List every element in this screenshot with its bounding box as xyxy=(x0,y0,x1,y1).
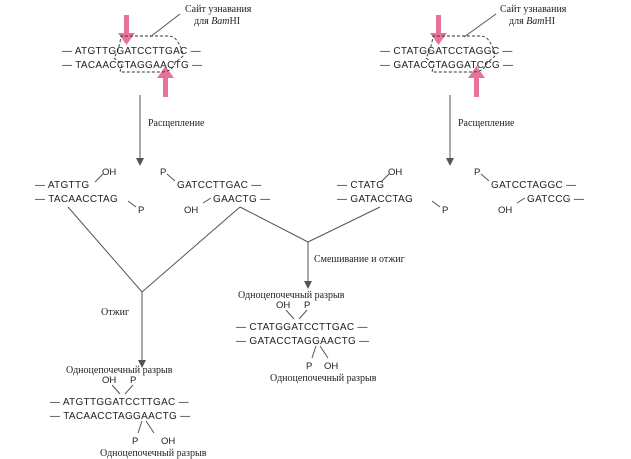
cleavage-step-left: Расщепление xyxy=(136,95,205,166)
right-dna-bottom-strand: — GATACCTAGGATCCG — xyxy=(380,60,513,71)
mixed-product-top-strand: — CTATGGATCCTTGAC — xyxy=(236,322,368,333)
end-p: P xyxy=(160,167,166,178)
recognition-site-box-left xyxy=(113,35,184,73)
merge-line xyxy=(307,206,381,243)
end-oh: OH xyxy=(324,361,338,372)
end-bond xyxy=(431,200,441,208)
end-bond xyxy=(124,384,134,395)
fragment-top-strand: — ATGTTG xyxy=(35,180,89,191)
cleavage-step-right: Расщепление xyxy=(446,95,515,166)
mixed-product-bottom-strand: — GATACCTAGGAACTG — xyxy=(236,336,369,347)
end-oh: OH xyxy=(184,205,198,216)
nick-label-bottom: Одноцепочечный разрыв xyxy=(100,448,207,459)
left-fragment-b: P GATCCTTGAC — GAACTG — OH xyxy=(160,167,270,216)
left-product-bottom-strand: — TACAACCTAGGAACTG — xyxy=(50,411,190,422)
anneal-label: Отжиг xyxy=(101,307,129,318)
left-product: Одноцепочечный разрыв OH P — ATGTTGGATCC… xyxy=(50,365,207,459)
fragment-top-strand: GATCCTAGGC — xyxy=(491,180,576,191)
end-p: P xyxy=(130,375,136,386)
site-label-right-line2: для BamHI xyxy=(509,16,555,27)
left-product-top-strand: — ATGTTGGATCCTTGAC — xyxy=(50,397,189,408)
end-bond xyxy=(285,309,295,320)
end-bond xyxy=(516,197,526,204)
end-bond xyxy=(166,173,176,182)
end-bond xyxy=(111,384,121,395)
recognition-site-box-right xyxy=(425,35,496,73)
right-fragment-a: OH — CTATG — GATACCTAG P xyxy=(337,167,448,216)
end-p: P xyxy=(474,167,480,178)
end-bond xyxy=(319,345,329,359)
end-p: P xyxy=(132,436,138,447)
end-bond xyxy=(94,173,104,183)
anneal-connector-mix: Смешивание и отжиг xyxy=(239,206,405,289)
end-bond xyxy=(145,420,155,434)
anneal-connector-left: Отжиг xyxy=(67,206,241,368)
end-bond xyxy=(480,173,490,182)
fragment-bottom-strand: GATCCG — xyxy=(527,194,584,205)
cut-arrow-bottom-left xyxy=(157,66,174,97)
merge-line xyxy=(239,206,309,243)
left-dna-top-strand: — ATGTTGGATCCTTGAC — xyxy=(62,46,201,57)
end-bond xyxy=(137,420,143,434)
left-fragment-a: OH — ATGTTG — TACAACCTAG P xyxy=(35,167,144,216)
site-label-right-line1: Сайт узнавания xyxy=(500,4,567,15)
fragment-bottom-strand: — GATACCTAG xyxy=(337,194,413,205)
end-oh: OH xyxy=(276,300,290,311)
end-oh: OH xyxy=(388,167,402,178)
end-oh: OH xyxy=(102,375,116,386)
end-p: P xyxy=(306,361,312,372)
nick-label-top: Одноцепочечный разрыв xyxy=(238,290,345,301)
end-bond xyxy=(127,200,137,208)
cleavage-label-right: Расщепление xyxy=(458,118,515,129)
end-p: P xyxy=(304,300,310,311)
mix-anneal-label: Смешивание и отжиг xyxy=(314,254,405,265)
left-original-dna: — ATGTTGGATCCTTGAC — — TACAACCTAGGAACTG … xyxy=(62,4,252,97)
right-original-dna: — CTATGGATCCTAGGC — — GATACCTAGGATCCG — … xyxy=(380,4,567,97)
right-dna-top-strand: — CTATGGATCCTAGGC — xyxy=(380,46,513,57)
merge-line xyxy=(141,206,241,293)
nick-label-top: Одноцепочечный разрыв xyxy=(66,365,173,376)
fragment-bottom-strand: GAACTG — xyxy=(213,194,270,205)
merge-line xyxy=(67,206,143,293)
left-dna-bottom-strand: — TACAACCTAGGAACTG — xyxy=(62,60,202,71)
end-bond xyxy=(311,345,317,359)
mixed-product: Одноцепочечный разрыв OH P — CTATGGATCCT… xyxy=(236,290,377,384)
cleavage-label-left: Расщепление xyxy=(148,118,205,129)
nick-label-bottom: Одноцепочечный разрыв xyxy=(270,373,377,384)
site-label-leader-left xyxy=(149,13,181,38)
end-bond xyxy=(380,173,390,183)
site-label-left-line2: для BamHI xyxy=(194,16,240,27)
end-oh: OH xyxy=(161,436,175,447)
fragment-top-strand: — CTATG xyxy=(337,180,384,191)
fragment-bottom-strand: — TACAACCTAG xyxy=(35,194,118,205)
end-p: P xyxy=(138,205,144,216)
right-fragment-b: P GATCCTAGGC — GATCCG — OH xyxy=(474,167,584,216)
site-label-leader-right xyxy=(463,13,497,38)
site-label-left-line1: Сайт узнавания xyxy=(185,4,252,15)
end-oh: OH xyxy=(498,205,512,216)
fragment-top-strand: GATCCTTGAC — xyxy=(177,180,262,191)
end-oh: OH xyxy=(102,167,116,178)
end-p: P xyxy=(442,205,448,216)
end-bond xyxy=(202,197,212,204)
end-bond xyxy=(298,309,308,320)
